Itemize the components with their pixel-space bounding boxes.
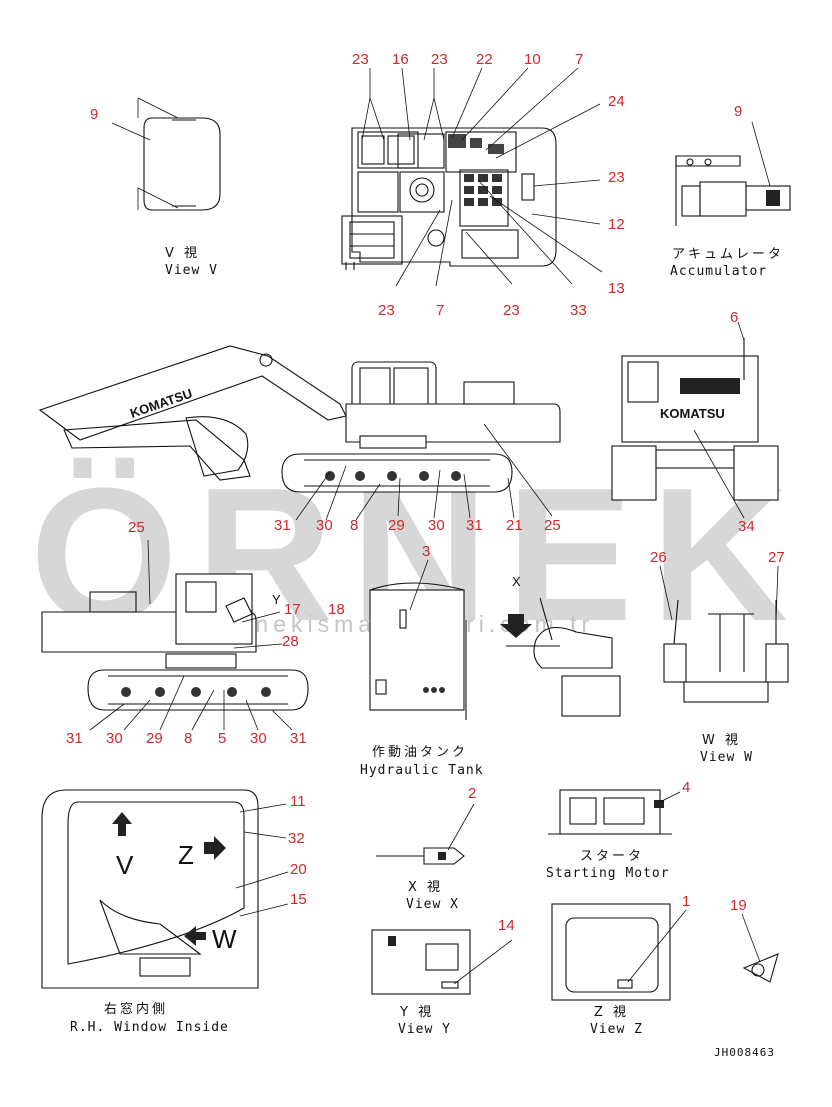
view-x-marker: X [512,574,521,589]
rear-view-drawing: KOMATSU [611,321,779,519]
callout-window-20: 20 [290,861,307,878]
callout-left-31b: 31 [290,730,307,747]
callout-side-25: 25 [544,517,561,534]
callout-window-32: 32 [288,830,305,847]
callout-z-1: 1 [682,893,690,910]
callout-window-11: 11 [290,793,306,810]
callout-top-23a: 23 [352,51,369,68]
view-y-marker: Y [272,592,281,607]
view-v-drawing [111,97,221,211]
window-caption-jp: 右窓内側 [104,1001,168,1017]
callout-top-7: 7 [575,51,583,68]
accumulator-caption-jp: アキュムレータ [672,247,784,262]
tank-caption-en: Hydraulic Tank [360,763,484,778]
callout-top-23e: 23 [503,302,520,319]
callout-left-25: 25 [128,519,145,536]
callout-tank-3: 3 [422,543,430,560]
accumulator-drawing [675,121,791,226]
callout-left-8: 8 [184,730,192,747]
callout-top-33: 33 [570,302,587,319]
callout-side-21: 21 [506,517,523,534]
view-x-caption-jp: X 視 [408,880,443,895]
callout-left-18: 18 [328,601,345,618]
callout-left-30b: 30 [250,730,267,747]
callout-side-31b: 31 [466,517,483,534]
callout-left-31a: 31 [66,730,83,747]
callout-side-29: 29 [388,517,405,534]
callout-top-24: 24 [608,93,625,110]
top-view-callouts: 23 16 23 22 10 7 24 23 12 13 23 7 23 33 [352,51,625,319]
starter-caption-jp: スタータ [580,849,644,864]
view-v-caption-jp: V 視 [165,246,200,261]
callout-top-23b: 23 [431,51,448,68]
window-callouts: 11 32 20 15 [288,793,307,908]
rear-brand: KOMATSU [660,406,725,421]
window-caption-en: R.H. Window Inside [70,1020,229,1035]
lever-console-drawing [500,597,621,717]
top-view-drawing [341,67,603,287]
view-z-caption-jp: Z 視 [594,1005,629,1020]
view-z-drawing [551,903,687,1001]
callout-window-15: 15 [290,891,307,908]
hydraulic-tank-drawing [369,559,467,720]
left-side-callouts: 25 17 18 28 31 30 29 8 5 30 31 [66,519,345,747]
side-track-callouts: 31 30 8 29 30 31 21 25 [274,517,561,534]
view-w-drawing [659,565,789,703]
callout-left-5: 5 [218,730,226,747]
decal-19-drawing [741,913,779,983]
starter-caption-en: Starting Motor [546,866,670,881]
callout-top-23d: 23 [378,302,395,319]
view-x-drawing [376,803,475,865]
starting-motor-drawing [548,789,681,835]
callout-side-30b: 30 [428,517,445,534]
left-side-drawing: Y X [41,539,521,731]
rh-window-drawing: V Z W [41,789,289,989]
view-w-caption-en: View W [700,750,753,765]
callout-rear-6: 6 [730,309,738,326]
callout-top-7b: 7 [436,302,444,319]
callout-w-26: 26 [650,549,667,566]
callout-starter-4: 4 [682,779,690,796]
callout-left-29: 29 [146,730,163,747]
view-v-caption-en: View V [165,263,218,278]
callout-top-10: 10 [524,51,541,68]
callout-view-v: 9 [90,106,98,123]
callout-side-31a: 31 [274,517,291,534]
window-letter-z: Z [178,840,194,870]
callout-x-2: 2 [468,785,476,802]
callout-top-13: 13 [608,280,625,297]
accumulator-caption-en: Accumulator [670,264,767,279]
callout-accumulator: 9 [734,103,742,120]
callout-top-22: 22 [476,51,493,68]
view-y-caption-en: View Y [398,1022,451,1037]
callout-left-28: 28 [282,633,299,650]
view-y-caption-jp: Y 視 [399,1005,434,1020]
view-y-drawing [371,929,513,995]
view-x-caption-en: View X [406,897,459,912]
excavator-side-drawing: KOMATSU [38,345,561,521]
callout-top-16: 16 [392,51,409,68]
callout-w-27: 27 [768,549,785,566]
callout-decal-19: 19 [730,897,747,914]
window-letter-w: W [212,924,237,954]
callout-y-14: 14 [498,917,515,934]
window-letter-v: V [116,850,134,880]
callout-side-8: 8 [350,517,358,534]
callout-left-17: 17 [284,601,301,618]
callout-side-30a: 30 [316,517,333,534]
callout-rear-34: 34 [738,518,755,535]
tank-caption-jp: 作動油タンク [372,745,468,760]
view-z-caption-en: View Z [590,1022,643,1037]
document-id: JH008463 [714,1046,775,1059]
callout-top-12: 12 [608,216,625,233]
callout-left-30a: 30 [106,730,123,747]
callout-top-23c: 23 [608,169,625,186]
view-w-caption-jp: W 視 [702,733,741,748]
